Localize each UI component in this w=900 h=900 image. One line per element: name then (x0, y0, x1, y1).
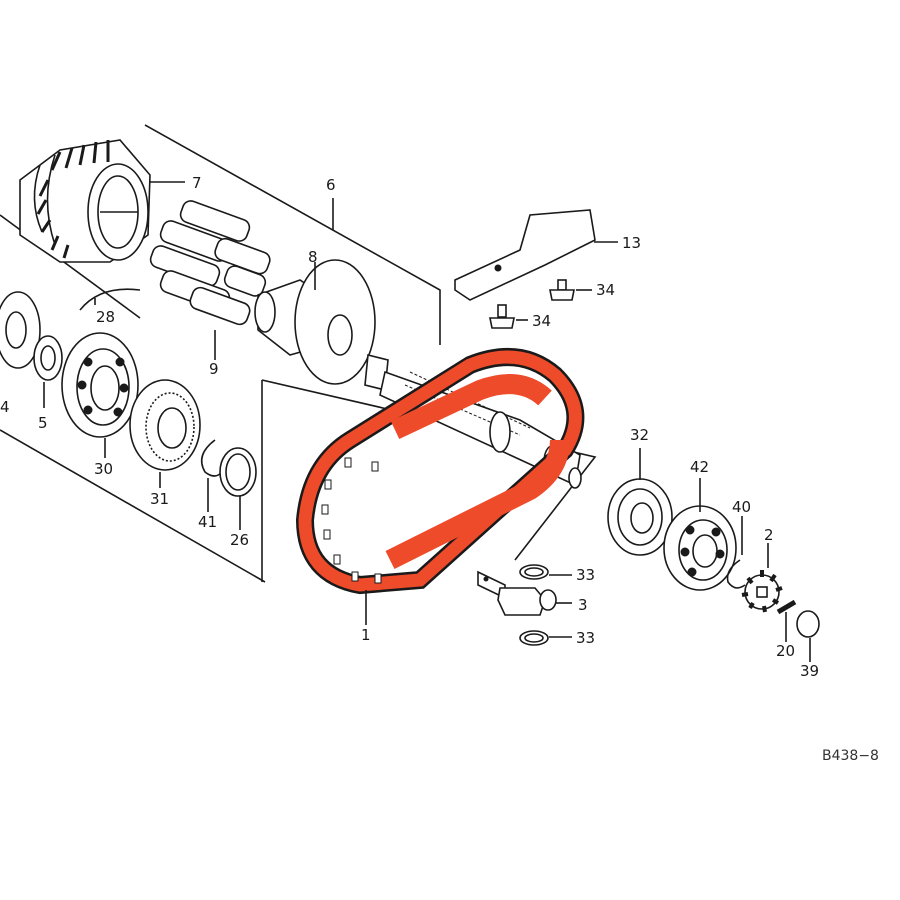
key-20 (776, 599, 797, 642)
callout-6: 6 (326, 176, 336, 194)
washer-5 (33, 335, 63, 408)
callout-1: 1 (361, 626, 371, 644)
circlip-40 (726, 516, 746, 589)
bearing-42 (663, 478, 737, 591)
callout-33a: 33 (576, 566, 595, 584)
callout-41: 41 (198, 513, 217, 531)
bolt-34a (549, 279, 592, 301)
washer-33b (519, 630, 572, 646)
callout-8: 8 (308, 248, 318, 266)
callout-30: 30 (94, 460, 113, 478)
circlip-41 (200, 439, 223, 512)
callout-7: 7 (192, 174, 202, 192)
oil-seal-32 (607, 448, 673, 556)
callout-33b: 33 (576, 629, 595, 647)
bolt-34b (489, 304, 528, 329)
circlip-39 (796, 610, 820, 662)
callout-40: 40 (732, 498, 751, 516)
callout-34a: 34 (596, 281, 615, 299)
washer-26 (219, 447, 257, 530)
callout-26: 26 (230, 531, 249, 549)
callout-labels: 7 6 13 8 34 34 28 9 4 5 30 31 41 26 32 4… (0, 174, 879, 764)
callout-13: 13 (622, 234, 641, 252)
callout-32: 32 (630, 426, 649, 444)
gear-7 (19, 139, 185, 263)
roller-set-9 (149, 200, 271, 360)
callout-4: 4 (0, 398, 10, 416)
clip-28 (79, 288, 141, 311)
bracket-13 (454, 209, 618, 301)
callout-31: 31 (150, 490, 169, 508)
washer-33a (519, 564, 572, 580)
callout-3: 3 (578, 596, 588, 614)
bearing-31 (129, 379, 201, 488)
gear-4 (0, 291, 41, 369)
bearing-30 (61, 332, 139, 458)
sprocket-2 (741, 543, 783, 613)
callout-20: 20 (776, 642, 795, 660)
callout-2: 2 (764, 526, 774, 544)
callout-34b: 34 (532, 312, 551, 330)
drive-chain-1 (295, 348, 585, 625)
hub-8 (254, 259, 376, 385)
callout-9: 9 (209, 360, 219, 378)
callout-39: 39 (800, 662, 819, 680)
callout-42: 42 (690, 458, 709, 476)
callout-28: 28 (96, 308, 115, 326)
tensioner-3 (477, 570, 572, 616)
callout-5: 5 (38, 414, 48, 432)
diagram-code: B438−8 (822, 748, 879, 764)
